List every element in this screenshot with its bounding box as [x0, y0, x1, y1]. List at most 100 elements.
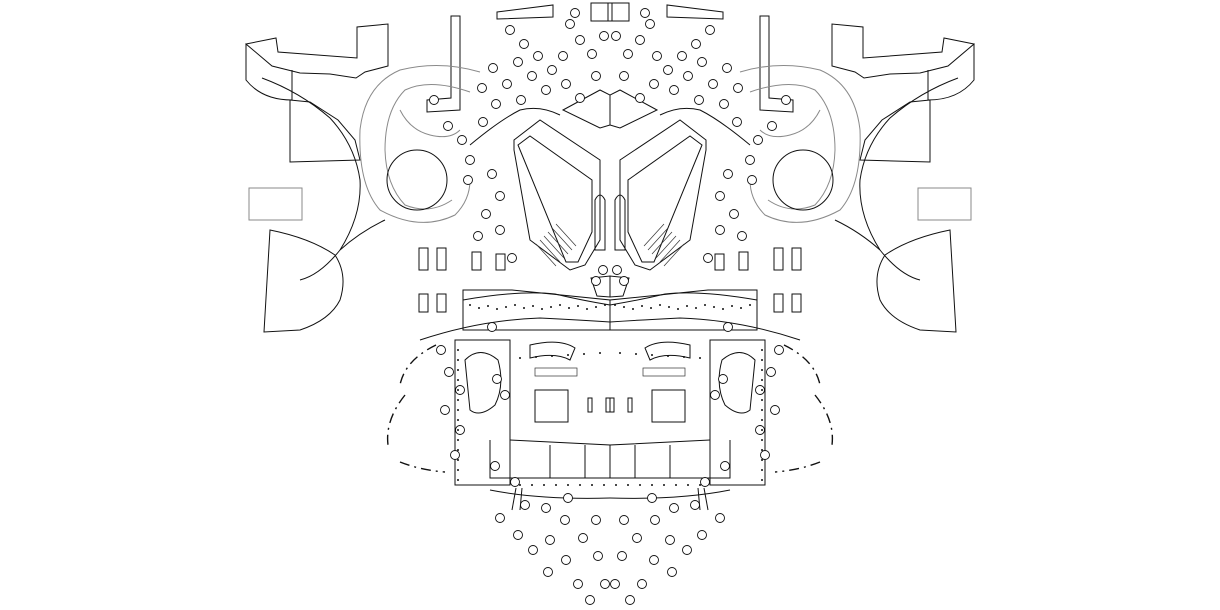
- tree-symbol: [561, 79, 571, 89]
- tree-symbol: [455, 385, 465, 395]
- walk-curve: [489, 489, 611, 499]
- stage-court: [644, 341, 691, 361]
- l-wall: [759, 15, 794, 113]
- bollard-dot: [519, 357, 521, 359]
- tree-symbol: [647, 493, 657, 503]
- plaza-edge: [609, 317, 801, 341]
- wing-block-lower: [263, 229, 344, 333]
- tree-symbol: [667, 567, 677, 577]
- bollard-dot: [531, 484, 533, 486]
- tree-symbol: [635, 35, 645, 45]
- plan-left-half: [244, 2, 613, 511]
- tree-symbol: [652, 51, 662, 61]
- tree-symbol: [690, 500, 700, 510]
- roof-bar: [666, 4, 724, 20]
- tree-symbol: [720, 461, 730, 471]
- tree-symbol: [663, 65, 673, 75]
- bollard-dot: [761, 469, 763, 471]
- tree-symbol: [697, 57, 707, 67]
- tree-symbol: [477, 83, 487, 93]
- bollard-dot: [761, 409, 763, 411]
- bollard-dot: [623, 306, 625, 308]
- tree-symbol: [722, 63, 732, 73]
- colonnade-lobe: [464, 352, 502, 414]
- bollard-dot: [457, 469, 459, 471]
- bollard-dot: [722, 308, 724, 310]
- bollard-dot: [683, 356, 685, 358]
- seating-bank: [534, 367, 578, 377]
- bollard-dot: [695, 307, 697, 309]
- tree-symbol: [487, 322, 497, 332]
- bollard-dot: [603, 484, 605, 486]
- tree-symbol: [436, 345, 446, 355]
- bollard-dot: [761, 369, 763, 371]
- tree-symbol: [694, 95, 704, 105]
- tree-symbol: [510, 477, 520, 487]
- tree-symbol: [732, 117, 742, 127]
- bollard-dot: [761, 359, 763, 361]
- podium-edge: [462, 292, 611, 306]
- bollard-dot: [740, 307, 742, 309]
- roof-bar: [496, 4, 554, 20]
- tree-symbol: [710, 390, 720, 400]
- tree-symbol: [770, 405, 780, 415]
- bollard-dot: [761, 349, 763, 351]
- tree-symbol: [463, 175, 473, 185]
- bollard-dot: [567, 484, 569, 486]
- tree-symbol: [611, 31, 621, 41]
- l-wall: [426, 15, 461, 113]
- tree-symbol: [507, 253, 517, 263]
- bollard-dot: [668, 306, 670, 308]
- bollard-dot: [659, 304, 661, 306]
- tree-symbol: [598, 265, 608, 275]
- tree-symbol: [492, 374, 502, 384]
- plaza-edge: [419, 317, 611, 341]
- tree-symbol: [500, 390, 510, 400]
- tree-symbol: [527, 71, 537, 81]
- colonnade-bays: [634, 445, 711, 478]
- tree-symbol: [440, 405, 450, 415]
- bollard-dot: [496, 308, 498, 310]
- tree-symbol: [755, 385, 765, 395]
- colonnade-lobe: [718, 352, 756, 414]
- bollard-dot: [635, 353, 637, 355]
- loop-path-outer: [359, 65, 481, 223]
- tree-symbol: [560, 515, 570, 525]
- bollard-dot: [457, 369, 459, 371]
- tree-symbol: [729, 209, 739, 219]
- tree-symbol: [513, 57, 523, 67]
- tree-symbol: [708, 79, 718, 89]
- tree-symbol: [669, 503, 679, 513]
- tree-symbol: [528, 545, 538, 555]
- tree-symbol: [487, 169, 497, 179]
- tree-symbol: [443, 121, 453, 131]
- bollard-dot: [457, 409, 459, 411]
- colonnade-bays: [509, 445, 586, 478]
- bollard-dot: [568, 307, 570, 309]
- tree-symbol: [473, 231, 483, 241]
- stair-hatching: [643, 223, 685, 267]
- entrance-block: [607, 2, 630, 22]
- bollard-dot: [619, 352, 621, 354]
- tree-symbol: [669, 85, 679, 95]
- loop-path-inner2: [399, 109, 461, 138]
- tree-symbol: [619, 515, 629, 525]
- tree-symbol: [561, 555, 571, 565]
- tree-symbol: [600, 579, 610, 589]
- wing-block-lower: [876, 229, 957, 333]
- bollard-dot: [457, 419, 459, 421]
- tree-symbol: [587, 49, 597, 59]
- gallery-arm: [619, 119, 707, 271]
- bollard-dot: [641, 305, 643, 307]
- tree-symbol: [774, 345, 784, 355]
- bollard-dot: [761, 449, 763, 451]
- colonnade-frame: [454, 339, 511, 486]
- bollard-dot: [675, 484, 677, 486]
- wing-building: [244, 23, 389, 79]
- tree-symbol: [718, 374, 728, 384]
- bollard-dot: [749, 304, 751, 306]
- bollard-dot: [457, 449, 459, 451]
- bollard-dot: [761, 479, 763, 481]
- tree-symbol: [495, 225, 505, 235]
- tree-symbol: [520, 500, 530, 510]
